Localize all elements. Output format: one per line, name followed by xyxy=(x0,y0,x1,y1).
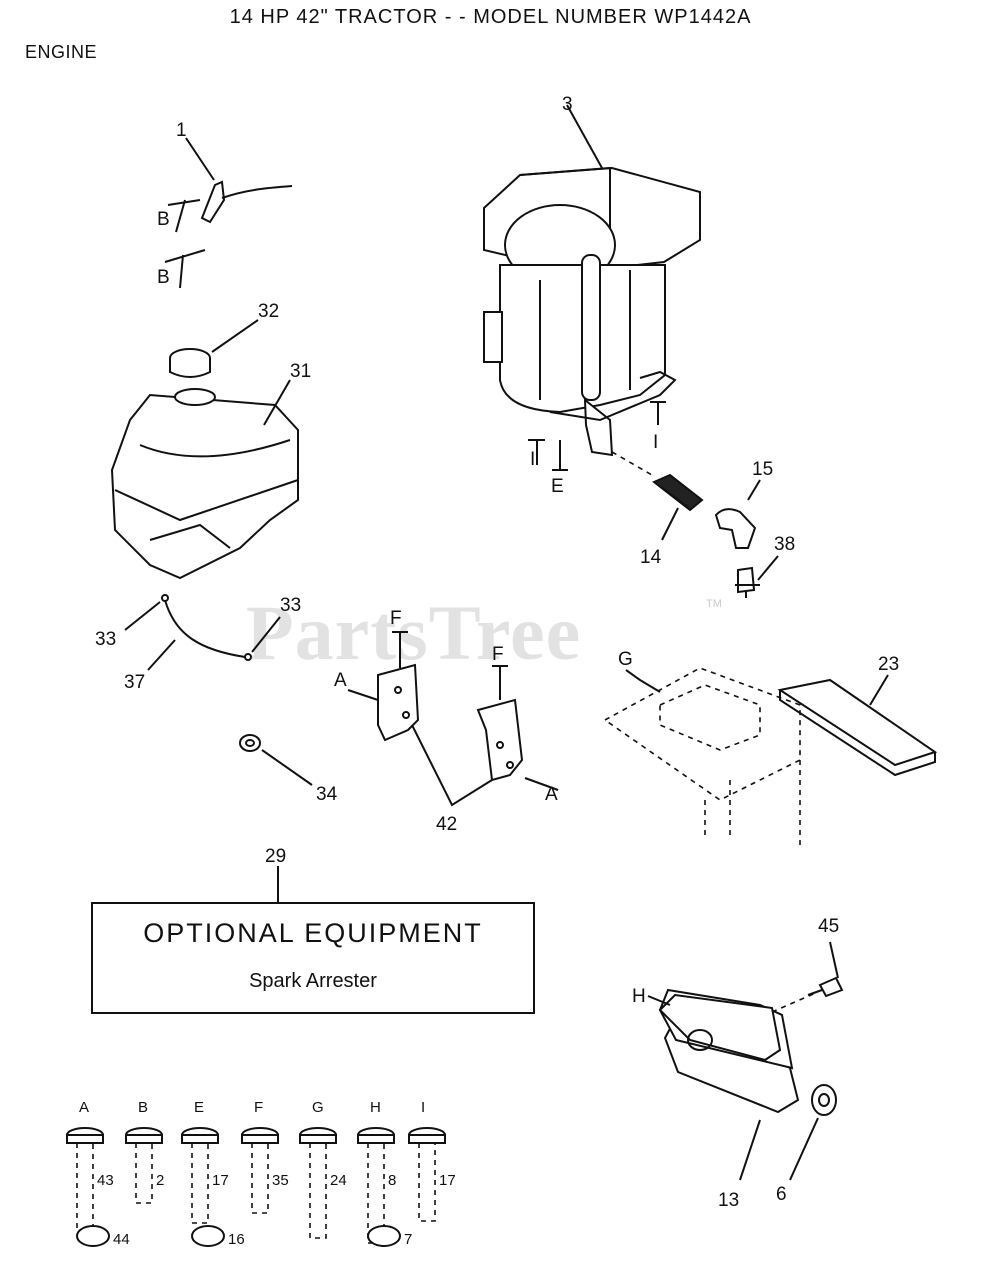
watermark-tm: TM xyxy=(706,598,722,610)
part-13-muffler[interactable] xyxy=(647,988,819,1181)
hardware-letter: I xyxy=(421,1099,425,1116)
callout-31: 31 xyxy=(290,361,311,382)
part-3-engine[interactable] xyxy=(483,104,701,476)
hardware-h[interactable]: H 8 7 xyxy=(357,1099,412,1248)
hardware-g[interactable]: G 24 xyxy=(299,1099,347,1239)
bolt-flange xyxy=(299,1134,337,1144)
ref-letter-a-1: A xyxy=(334,670,347,691)
nut xyxy=(76,1225,110,1247)
hardware-e[interactable]: E 17 16 xyxy=(181,1099,245,1248)
bolt-shank xyxy=(191,1143,209,1224)
nut xyxy=(191,1225,225,1247)
callout-15: 15 xyxy=(752,459,773,480)
part-42-bracket-right[interactable] xyxy=(476,665,559,791)
nut-part-number: 44 xyxy=(113,1231,130,1248)
ref-letter-i-2: I xyxy=(653,432,658,453)
ref-letter-e: E xyxy=(551,476,564,497)
callout-23: 23 xyxy=(878,654,899,675)
callout-3: 3 xyxy=(562,94,573,115)
bolt-shank xyxy=(251,1143,269,1214)
bolt-flange xyxy=(66,1134,104,1144)
ref-letter-f-2: F xyxy=(492,644,504,665)
part-32-fuel-cap[interactable] xyxy=(169,319,259,378)
bolt-part-number: 8 xyxy=(388,1172,396,1189)
bolt-shank xyxy=(367,1143,385,1244)
callout-33-b: 33 xyxy=(280,595,301,616)
ref-letter-b-1: B xyxy=(157,209,170,230)
callout-6: 6 xyxy=(776,1184,787,1205)
hardware-letter: F xyxy=(254,1099,263,1116)
callout-29: 29 xyxy=(265,846,286,867)
ref-letter-a-2: A xyxy=(545,784,558,805)
part-6-gasket[interactable] xyxy=(789,1084,837,1181)
part-33-clamp-a[interactable] xyxy=(124,594,169,631)
watermark: PartsTree xyxy=(246,589,582,676)
callout-32: 32 xyxy=(258,301,279,322)
hardware-letter: B xyxy=(138,1099,148,1116)
hardware-letter: H xyxy=(370,1099,381,1116)
part-14-exhaust-pipe[interactable] xyxy=(652,473,704,541)
callout-37: 37 xyxy=(124,672,145,693)
bolt-shank xyxy=(76,1143,94,1234)
bolt-shank xyxy=(135,1143,153,1204)
callout-13: 13 xyxy=(718,1190,739,1211)
part-45-screw[interactable] xyxy=(807,941,844,998)
hardware-b[interactable]: B2 xyxy=(125,1099,164,1204)
callout-33-a: 33 xyxy=(95,629,116,650)
hardware-a[interactable]: A 43 44 xyxy=(66,1099,130,1248)
hardware-letter: A xyxy=(79,1099,89,1116)
bolt-flange xyxy=(357,1134,395,1144)
bolt-flange xyxy=(125,1134,163,1144)
bolt-part-number: 17 xyxy=(212,1172,229,1189)
part-33-clamp-b[interactable] xyxy=(244,616,281,661)
bolt-flange xyxy=(181,1134,219,1144)
part-15-elbow[interactable] xyxy=(714,479,761,549)
part-38-fitting[interactable] xyxy=(735,555,779,598)
section-label: ENGINE xyxy=(25,42,98,62)
bolt-flange xyxy=(408,1134,446,1144)
ref-letter-f-1: F xyxy=(390,608,402,629)
bolt-shank xyxy=(309,1143,327,1239)
hardware-f[interactable]: F 35 xyxy=(241,1099,289,1214)
hardware-letter: E xyxy=(194,1099,204,1116)
nut xyxy=(367,1225,401,1247)
bolt-part-number: 17 xyxy=(439,1172,456,1189)
ref-letter-i-1: I xyxy=(530,449,535,470)
optional-equipment-title: OPTIONAL EQUIPMENT xyxy=(143,918,483,948)
part-42-bracket-left[interactable] xyxy=(347,631,420,742)
optional-equipment-box: OPTIONAL EQUIPMENT Spark Arrester xyxy=(91,902,535,1014)
part-1-throttle-cable[interactable] xyxy=(164,137,293,289)
hardware-letter: G xyxy=(312,1099,324,1116)
part-23-heat-shield[interactable] xyxy=(604,667,938,850)
optional-equipment-item[interactable]: Spark Arrester xyxy=(249,970,377,992)
callout-38: 38 xyxy=(774,534,795,555)
bolt-part-number: 35 xyxy=(272,1172,289,1189)
page-title: 14 HP 42" TRACTOR - - MODEL NUMBER WP144… xyxy=(229,6,752,28)
bolt-part-number: 24 xyxy=(330,1172,347,1189)
callout-1: 1 xyxy=(176,120,187,141)
nut-part-number: 16 xyxy=(228,1231,245,1248)
callout-34: 34 xyxy=(316,784,338,805)
part-34-bushing[interactable] xyxy=(239,734,313,786)
bolt-part-number: 2 xyxy=(156,1172,164,1189)
ref-letter-h: H xyxy=(632,986,646,1007)
callout-42: 42 xyxy=(436,814,457,835)
hardware-i[interactable]: I 17 xyxy=(408,1099,456,1222)
bolt-shank xyxy=(418,1143,436,1222)
callout-14: 14 xyxy=(640,547,662,568)
bolt-part-number: 43 xyxy=(97,1172,114,1189)
part-31-fuel-tank[interactable] xyxy=(110,379,299,580)
nut-part-number: 7 xyxy=(404,1231,412,1248)
bolt-flange xyxy=(241,1134,279,1144)
callout-45: 45 xyxy=(818,916,839,937)
part-37-fuel-line[interactable] xyxy=(147,599,246,671)
ref-letter-b-2: B xyxy=(157,267,170,288)
ref-letter-g: G xyxy=(618,649,633,670)
